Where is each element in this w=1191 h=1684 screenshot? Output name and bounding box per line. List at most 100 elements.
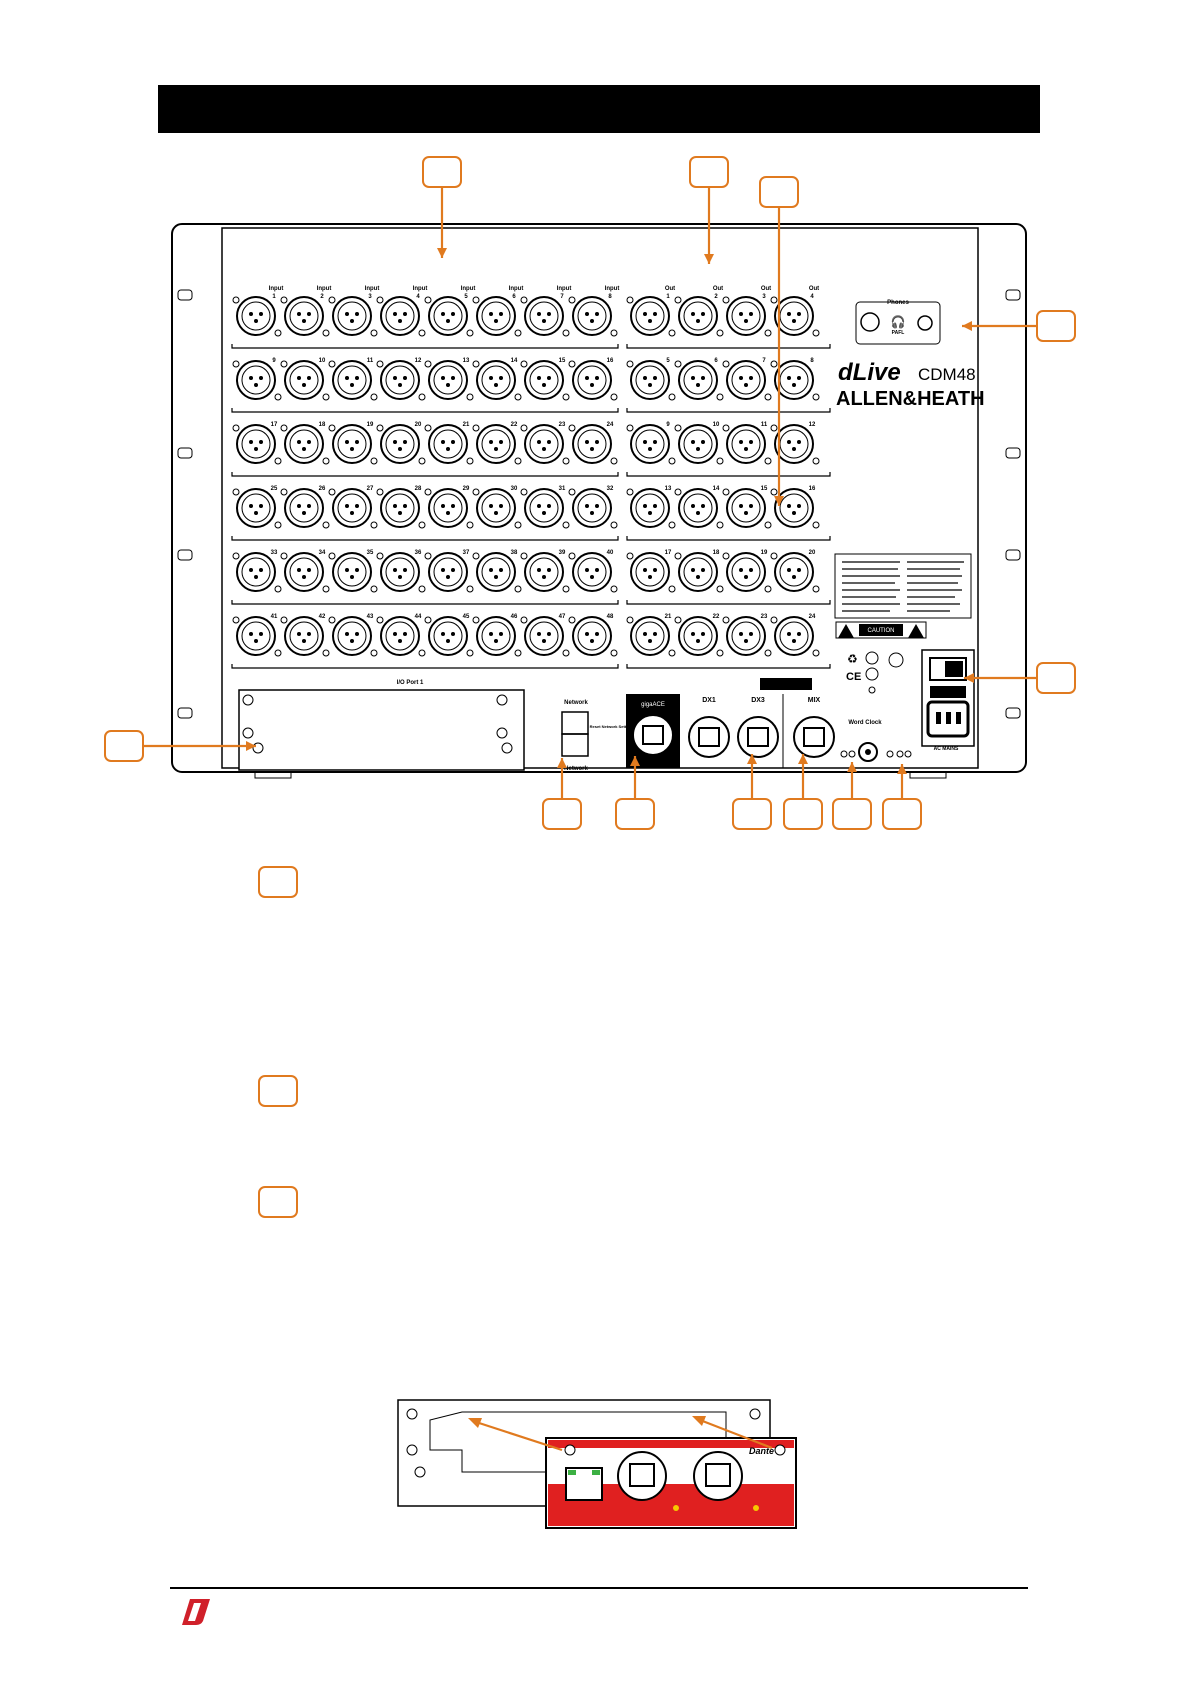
- option-card-figure: Dante: [397, 1399, 797, 1529]
- screw-icon: [252, 742, 264, 754]
- input-xlr-42: 42: [280, 614, 330, 657]
- screw-icon: [496, 694, 508, 706]
- output-xlr-22: 22: [674, 614, 724, 657]
- serial-label-block: [760, 678, 812, 690]
- section-callout-1: [258, 866, 298, 898]
- manufacturer-logo: ALLEN&HEATH: [836, 388, 985, 410]
- output-xlr-14: 14: [674, 486, 724, 529]
- section-callout-3: [258, 1186, 298, 1218]
- input-xlr-28-number: 28: [415, 486, 422, 492]
- led-icon: [896, 750, 904, 758]
- input-xlr-28: 28: [376, 486, 426, 529]
- output-xlr-10: 10: [674, 422, 724, 465]
- input-xlr-46-number: 46: [511, 614, 518, 620]
- output-xlr-21: 21: [626, 614, 676, 657]
- input-header-label: Input: [317, 286, 332, 292]
- input-xlr-5-number: 5: [464, 294, 468, 300]
- output-xlr-3-number: 3: [762, 294, 766, 300]
- cert-mark-3-icon: [888, 652, 904, 668]
- network-label-top: Network: [564, 700, 588, 706]
- input-xlr-21-number: 21: [463, 422, 470, 428]
- card-screw-icon: [774, 1444, 786, 1456]
- reset-network-label: Reset Network Settings: [590, 724, 635, 729]
- card-screw-icon: [564, 1444, 576, 1456]
- output-xlr-11-number: 11: [761, 422, 768, 428]
- dx3-label: DX3: [751, 697, 765, 704]
- input-xlr-10: 10: [280, 358, 330, 401]
- output-xlr-19-number: 19: [761, 550, 768, 556]
- fuse-holder-icon: [930, 686, 966, 698]
- input-xlr-13: 13: [424, 358, 474, 401]
- iec-pin-icon: [936, 712, 941, 724]
- brand-series-logo: dLive: [838, 359, 901, 386]
- input-xlr-11-number: 11: [367, 358, 374, 364]
- input-xlr-47: 47: [520, 614, 570, 657]
- output-xlr-1: 1: [626, 294, 676, 337]
- input-xlr-7: 7: [520, 294, 570, 337]
- input-xlr-2: 2: [280, 294, 330, 337]
- callout-output-indicator: [759, 176, 799, 208]
- input-xlr-26-number: 26: [319, 486, 326, 492]
- output-xlr-22-number: 22: [713, 614, 720, 620]
- input-xlr-44: 44: [376, 614, 426, 657]
- input-xlr-22-number: 22: [511, 422, 518, 428]
- card-led-icon: [673, 1505, 679, 1511]
- output-xlr-18-number: 18: [713, 550, 720, 556]
- callout-arrow: [475, 1420, 563, 1452]
- output-xlr-10-number: 10: [713, 422, 720, 428]
- input-xlr-45: 45: [424, 614, 474, 657]
- input-xlr-16-number: 16: [607, 358, 614, 364]
- input-xlr-17-number: 17: [271, 422, 278, 428]
- dante-logo: Dante: [749, 1446, 774, 1456]
- input-xlr-33-number: 33: [271, 550, 278, 556]
- dx1-ethercon-icon: [688, 716, 730, 758]
- output-xlr-20-number: 20: [809, 550, 816, 556]
- input-header-label: Input: [557, 286, 572, 292]
- caution-banner: [859, 624, 903, 636]
- input-xlr-23: 23: [520, 422, 570, 465]
- input-xlr-33: 33: [232, 550, 282, 593]
- gigaace-ethercon-icon: [632, 714, 674, 756]
- io-port-label: I/O Port 1: [397, 680, 424, 686]
- input-xlr-14: 14: [472, 358, 522, 401]
- output-xlr-11: 11: [722, 422, 772, 465]
- screw-icon: [242, 694, 254, 706]
- output-xlr-7: 7: [722, 358, 772, 401]
- screw-icon: [501, 742, 513, 754]
- input-xlr-27: 27: [328, 486, 378, 529]
- rack-foot: [254, 771, 292, 779]
- gigaace-rj45-icon: [642, 725, 664, 745]
- output-xlr-8: 8: [770, 358, 820, 401]
- input-xlr-3-number: 3: [368, 294, 372, 300]
- input-xlr-5: 5: [424, 294, 474, 337]
- output-xlr-15-number: 15: [761, 486, 768, 492]
- word-clock-bnc-center: [865, 749, 871, 755]
- callout-xlr-inputs: [422, 156, 462, 188]
- input-xlr-40-number: 40: [607, 550, 614, 556]
- input-xlr-43: 43: [328, 614, 378, 657]
- input-header-label: Input: [509, 286, 524, 292]
- callout-phones: [1036, 310, 1076, 342]
- headphone-icon: 🎧: [891, 315, 906, 329]
- callout-status-leds: [882, 798, 922, 830]
- input-xlr-13-number: 13: [463, 358, 470, 364]
- output-xlr-14-number: 14: [713, 486, 720, 492]
- input-xlr-20-number: 20: [415, 422, 422, 428]
- output-xlr-13-number: 13: [665, 486, 672, 492]
- led-icon: [840, 750, 848, 758]
- input-xlr-19: 19: [328, 422, 378, 465]
- output-xlr-9-number: 9: [666, 422, 670, 428]
- input-header-label: Input: [461, 286, 476, 292]
- callout-io-port: [104, 730, 144, 762]
- word-clock-label: Word Clock: [848, 720, 882, 726]
- input-xlr-14-number: 14: [511, 358, 518, 364]
- mix-label: MIX: [808, 697, 821, 704]
- output-header-label: Out: [809, 286, 819, 292]
- input-xlr-27-number: 27: [367, 486, 374, 492]
- input-header-label: Input: [365, 286, 380, 292]
- mains-inlet-panel: [921, 649, 975, 747]
- dx1-rj45-icon: [698, 727, 720, 747]
- dx1-label: DX1: [702, 697, 716, 704]
- iec-pin-icon: [946, 712, 951, 724]
